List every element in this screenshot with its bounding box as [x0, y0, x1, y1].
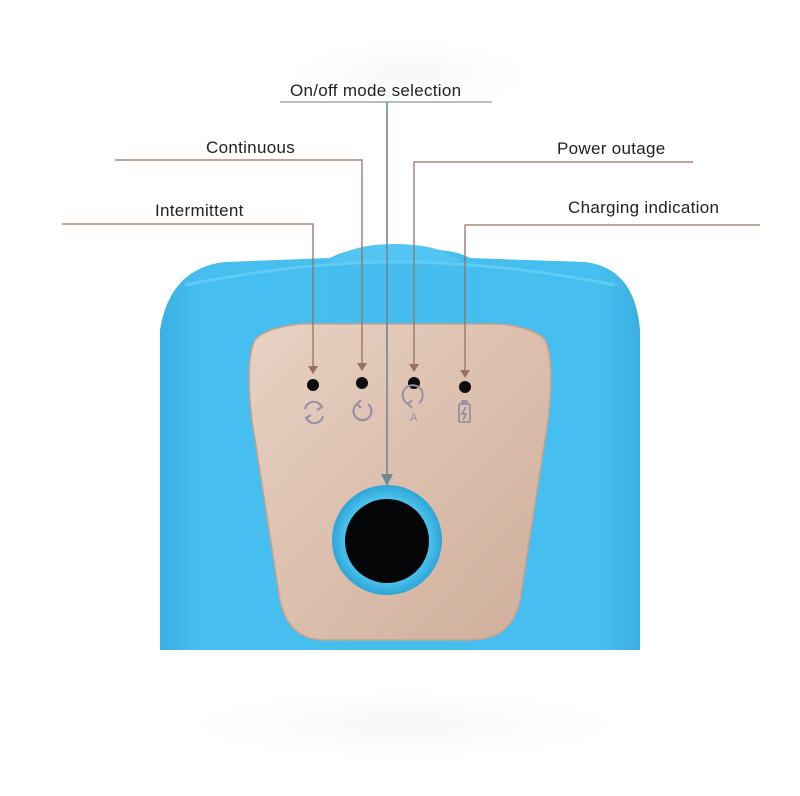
label-continuous: Continuous: [206, 138, 296, 157]
svg-text:A: A: [410, 412, 418, 424]
background-glow-bottom: [190, 690, 620, 760]
leader-lines: [62, 101, 760, 370]
leader-power-outage: [413, 161, 693, 365]
arrow-intermittent: [308, 366, 318, 374]
arrow-continuous: [357, 363, 367, 371]
battery-icon: [458, 400, 471, 423]
arrow-charging: [460, 370, 470, 378]
led-continuous: [356, 377, 368, 389]
intermittent-icon: [304, 400, 324, 425]
label-intermittent: Intermittent: [155, 201, 244, 220]
leader-charging: [464, 224, 760, 370]
label-charging-indication: Charging indication: [568, 198, 720, 217]
continuous-icon: [352, 399, 373, 422]
led-intermittent: [307, 379, 319, 391]
label-onoff-mode-selection: On/off mode selection: [290, 81, 462, 100]
label-power-outage: Power outage: [557, 139, 666, 158]
background-glow-top: [290, 40, 530, 110]
top-ridge-highlight: [184, 260, 616, 287]
top-bump: [330, 244, 462, 262]
leader-intermittent: [62, 223, 314, 367]
onoff-pointer: [381, 102, 393, 486]
leader-arrowheads: [308, 363, 470, 378]
control-panel: [248, 323, 552, 641]
led-charging: [459, 381, 471, 393]
power-button: [345, 499, 429, 583]
arrow-power-outage: [409, 364, 419, 372]
auto-icon: A: [401, 384, 424, 424]
leader-continuous: [115, 159, 363, 365]
